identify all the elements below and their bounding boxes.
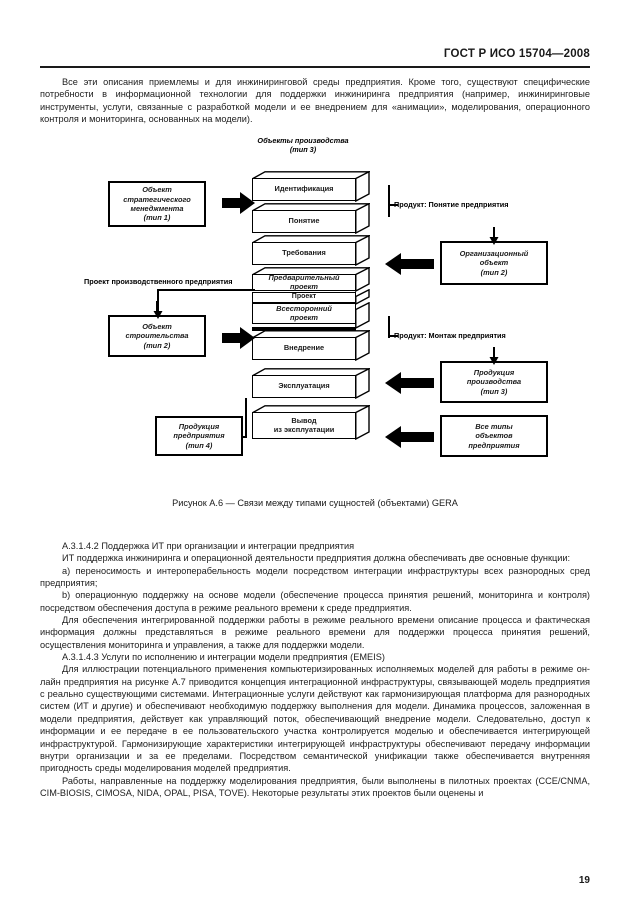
- figure-top-label: Объекты производства (тип 3): [257, 136, 349, 154]
- leader-product-assembly-horizontal: [388, 335, 398, 337]
- section-paragraph: а) переносимость и интероперабельность м…: [40, 565, 590, 589]
- section-paragraph: Для иллюстрации потенциального применени…: [40, 664, 590, 774]
- intro-paragraph-block: Все эти описания приемлемы и для инжинир…: [40, 76, 590, 125]
- node-production-output[interactable]: Продукция производства (тип 3): [440, 361, 548, 403]
- slab-label: Проект: [252, 292, 356, 303]
- slab-label: Предварительный проект: [252, 273, 356, 291]
- slab-label: Идентификация: [252, 178, 356, 201]
- arrowhead-plant-project: [153, 307, 163, 325]
- page-header-standard: ГОСТ Р ИСО 15704—2008: [443, 48, 590, 60]
- arrow-stack-to-production: [384, 371, 434, 400]
- stack-slab-4: Проект: [252, 289, 370, 305]
- section-heading-a3143: А.3.1.4.3 Услуги по исполнению и интегра…: [62, 652, 385, 663]
- section-paragraph: ИТ поддержка инжиниринга и операционной …: [62, 553, 571, 564]
- stack-slab-8: Вывод из эксплуатации: [252, 405, 370, 440]
- leader-product-concept-vertical: [388, 185, 390, 217]
- leader-production-drop: [493, 347, 495, 361]
- stack-slab-2: Требования: [252, 235, 370, 266]
- slab-label: Понятие: [252, 210, 356, 233]
- arrowhead-production: [489, 353, 499, 371]
- figure-a6: Объекты производства (тип 3) Идентификац…: [40, 133, 590, 493]
- leader-product-assembly-vertical: [388, 316, 390, 338]
- section-paragraph: Работы, направленные на поддержку модели…: [40, 775, 590, 798]
- node-enterprise-products[interactable]: Продукция предприятия (тип 4): [155, 416, 243, 456]
- slab-label: Требования: [252, 242, 356, 265]
- leader-plant-project-drop: [157, 289, 159, 315]
- slab-side-face: [355, 330, 370, 361]
- leader-construction-drop: [156, 301, 158, 315]
- stack-slab-6: Внедрение: [252, 330, 370, 361]
- node-all-enterprise-object-types[interactable]: Все типы объектов предприятия: [440, 415, 548, 457]
- node-organizational-object[interactable]: Организационный объект (тип 2): [440, 241, 548, 285]
- section-paragraph: b) операционную поддержку на основе моде…: [40, 590, 590, 613]
- slab-side-face: [355, 368, 370, 399]
- arrow-stack-to-all-types: [384, 425, 434, 454]
- leader-plant-project-horizontal: [157, 289, 255, 291]
- stack-slab-3: Предварительный проект: [252, 267, 370, 292]
- body-text-block: А.3.1.4.2 Поддержка ИТ при организации и…: [40, 540, 590, 799]
- page-number: 19: [578, 875, 590, 886]
- stack-slab-0: Идентификация: [252, 171, 370, 202]
- leader-product-concept-horizontal: [388, 204, 398, 206]
- section-heading-a31422: А.3.1.4.2 Поддержка ИТ при организации и…: [62, 541, 355, 551]
- slab-side-face: [355, 235, 370, 266]
- header-divider: [40, 66, 590, 68]
- edge-label-product-assembly: Продукт: Монтаж предприятия: [394, 331, 506, 340]
- stack-slab-1: Понятие: [252, 203, 370, 234]
- arrow-strategic-to-stack: [222, 191, 256, 220]
- section-paragraph: Для обеспечения интегрированной поддержк…: [40, 615, 590, 650]
- slab-side-face: [355, 302, 370, 332]
- stack-group-separator: [252, 327, 356, 331]
- slab-side-face: [355, 405, 370, 440]
- edge-label-product-concept: Продукт: Понятие предприятия: [394, 200, 509, 209]
- slab-label: Всесторонний проект: [252, 303, 356, 324]
- stack-slab-5: Всесторонний проект: [252, 302, 370, 329]
- slab-label: Вывод из эксплуатации: [252, 412, 356, 439]
- arrowhead-organizational: [489, 233, 499, 251]
- slab-label: Внедрение: [252, 337, 356, 360]
- arrow-stack-to-organizational: [384, 252, 434, 281]
- arrow-construction-to-stack: [222, 326, 256, 355]
- figure-caption: Рисунок А.6 — Связи между типами сущност…: [172, 498, 458, 508]
- slab-side-face: [355, 203, 370, 234]
- leader-products-vertical: [245, 398, 247, 438]
- leader-products-horizontal: [243, 436, 245, 438]
- stack-slab-7: Эксплуатация: [252, 368, 370, 399]
- slab-side-face: [355, 171, 370, 202]
- slab-label: Эксплуатация: [252, 375, 356, 398]
- intro-paragraph: Все эти описания приемлемы и для инжинир…: [40, 77, 590, 125]
- node-strategic-management-object[interactable]: Объект стратегического менеджмента (тип …: [108, 181, 206, 227]
- edge-label-plant-project: Проект производственного предприятия: [84, 277, 233, 286]
- leader-organizational-drop: [493, 227, 495, 241]
